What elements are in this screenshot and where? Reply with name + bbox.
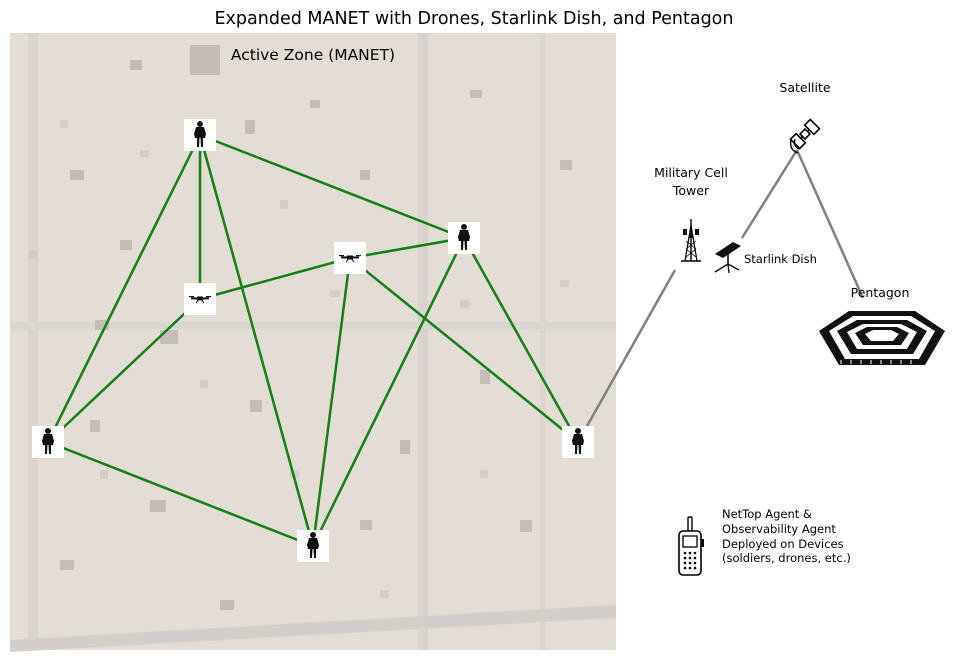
satellite: Satellite — [779, 80, 831, 154]
cell-tower: Military Cell Tower — [654, 165, 728, 262]
links-layer — [46, 133, 865, 548]
starlink-dish: Starlink Dish — [714, 242, 817, 274]
mesh-link — [199, 133, 465, 240]
soldier-node — [297, 530, 329, 562]
soldier-node — [32, 426, 64, 458]
backhaul-link — [576, 269, 677, 443]
pentagon-label: Pentagon — [851, 285, 910, 300]
nodes-layer — [32, 119, 594, 562]
pentagon: Pentagon — [819, 285, 945, 365]
diagram-title: Expanded MANET with Drones, Starlink Dis… — [215, 9, 734, 29]
soldier-node — [448, 222, 480, 254]
legend-line-2: Observability Agent — [722, 522, 836, 536]
mesh-link — [198, 134, 315, 547]
mesh-link — [47, 440, 314, 548]
legend-line-3: Deployed on Devices — [722, 537, 844, 551]
legend: NetTop Agent & Observability Agent Deplo… — [678, 507, 851, 576]
satellite-label: Satellite — [779, 80, 831, 95]
mesh-link — [199, 256, 351, 301]
pentagon-building-icon — [819, 311, 945, 365]
starlink-dish-icon — [714, 242, 741, 274]
drone-node — [334, 242, 366, 274]
backhaul-link — [740, 149, 799, 239]
legend-line-1: NetTop Agent & — [722, 507, 812, 521]
mesh-link — [311, 257, 352, 547]
cell-tower-label-line1: Military Cell — [654, 165, 728, 180]
radio-icon — [678, 516, 704, 576]
mesh-link — [311, 237, 466, 547]
mesh-link — [349, 257, 579, 443]
mesh-link — [46, 134, 202, 443]
mesh-link — [462, 237, 580, 443]
backhaul-link — [795, 149, 865, 299]
cell-tower-label-line2: Tower — [672, 183, 710, 198]
mesh-link — [47, 298, 201, 443]
soldier-node — [562, 426, 594, 458]
starlink-label: Starlink Dish — [744, 252, 817, 266]
drone-node — [184, 283, 216, 315]
satellite-icon — [789, 118, 821, 150]
signal-waves-icon — [789, 138, 800, 154]
zone-label: Active Zone (MANET) — [231, 46, 395, 64]
mesh-link — [349, 236, 465, 260]
soldier-node — [184, 119, 216, 151]
legend-line-4: (soldiers, drones, etc.) — [722, 551, 851, 565]
cell-tower-icon — [681, 219, 701, 262]
